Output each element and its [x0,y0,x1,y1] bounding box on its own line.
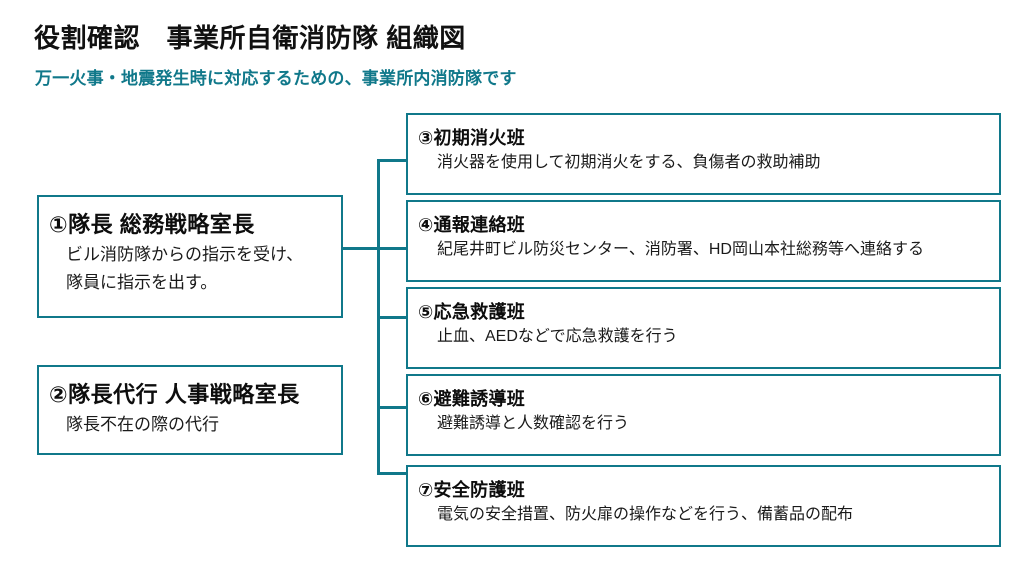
org-box-team-reporting-liaison[interactable]: ④通報連絡班 紀尾井町ビル防災センター、消防署、HD岡山本社総務等へ連絡する [406,200,1001,282]
org-box-team-safety-protection-title: ⑦安全防護班 [418,480,526,500]
org-box-team-safety-protection[interactable]: ⑦安全防護班 電気の安全措置、防火扉の操作などを行う、備蓄品の配布 [406,465,1001,547]
org-box-team-reporting-liaison-description: 紀尾井町ビル防災センター、消防署、HD岡山本社総務等へ連絡する [437,241,924,258]
org-box-leader[interactable]: ①隊長 総務戦略室長 ビル消防隊からの指示を受け、 隊員に指示を出す。 [37,195,343,318]
org-box-team-initial-firefighting-title: ③初期消火班 [418,128,526,148]
org-box-team-safety-protection-description: 電気の安全措置、防火扉の操作などを行う、備蓄品の配布 [437,506,854,523]
connector-branch-team-4 [377,247,407,250]
org-box-team-evacuation-guidance-description: 避難誘導と人数確認を行う [437,415,630,432]
org-box-deputy-leader-title: ②隊長代行 人事戦略室長 [49,382,300,407]
org-box-team-initial-firefighting[interactable]: ③初期消火班 消火器を使用して初期消火をする、負傷者の救助補助 [406,113,1001,195]
org-box-team-first-aid[interactable]: ⑤応急救護班 止血、AEDなどで応急救護を行う [406,287,1001,369]
connector-branch-team-7 [377,472,407,475]
org-box-team-first-aid-title: ⑤応急救護班 [418,302,526,322]
connector-from-leader [343,247,380,250]
org-box-team-evacuation-guidance-title: ⑥避難誘導班 [418,389,526,409]
connector-branch-team-5 [377,316,407,319]
page-title: 役割確認 事業所自衛消防隊 組織図 [34,23,466,53]
page-subtitle: 万一火事・地震発生時に対応するための、事業所内消防隊です [35,69,517,88]
org-box-leader-title: ①隊長 総務戦略室長 [49,212,255,237]
connector-branch-team-6 [377,406,407,409]
org-box-team-evacuation-guidance[interactable]: ⑥避難誘導班 避難誘導と人数確認を行う [406,374,1001,456]
org-box-team-first-aid-description: 止血、AEDなどで応急救護を行う [437,328,678,345]
org-box-leader-description: ビル消防隊からの指示を受け、 隊員に指示を出す。 [66,245,304,292]
org-box-deputy-leader-description: 隊長不在の際の代行 [66,415,219,434]
org-box-team-reporting-liaison-title: ④通報連絡班 [418,215,526,235]
org-box-deputy-leader[interactable]: ②隊長代行 人事戦略室長 隊長不在の際の代行 [37,365,343,455]
org-box-team-initial-firefighting-description: 消火器を使用して初期消火をする、負傷者の救助補助 [437,154,821,171]
connector-branch-team-3 [377,159,407,162]
